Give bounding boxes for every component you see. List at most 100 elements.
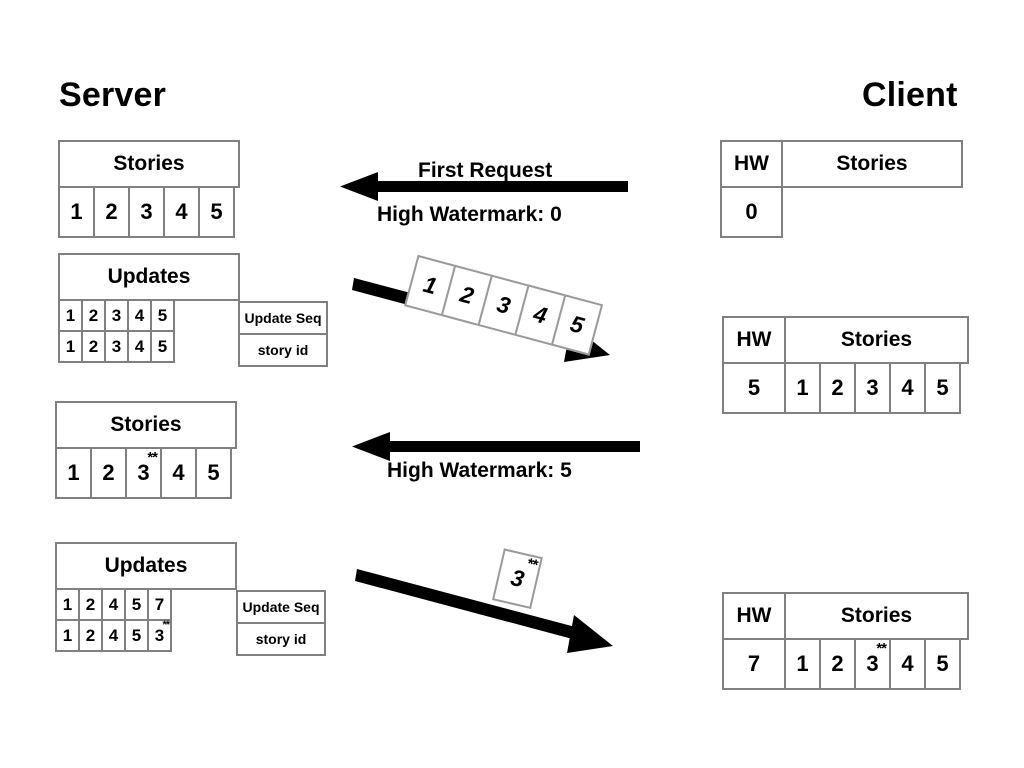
update-seq-cell: 5 — [124, 588, 149, 621]
story-cell: 5 — [924, 362, 961, 414]
legend-update-seq: Update Seq — [236, 590, 326, 624]
column-header-updates: Updates — [58, 253, 240, 301]
story-cell: 4 — [889, 362, 926, 414]
update-seq-cell: 5 — [150, 299, 175, 332]
story-cell: 1 — [784, 362, 821, 414]
table-header-row: HW Stories — [722, 316, 969, 364]
story-cell: 3 — [854, 362, 891, 414]
story-cell: 2 — [819, 638, 856, 690]
client-state-table-2: HW Stories 5 1 2 3 4 5 — [722, 316, 969, 414]
table-row: 5 1 2 3 4 5 — [722, 362, 969, 414]
story-id-cell: 1 — [58, 330, 83, 363]
story-id-cell: 4 — [127, 330, 152, 363]
legend-row: Update Seq — [236, 590, 326, 624]
hw-value-cell: 0 — [720, 186, 783, 238]
update-seq-cell: 4 — [101, 588, 126, 621]
arrow-high-watermark-5 — [350, 432, 640, 462]
table-header-row: Updates — [55, 542, 237, 590]
story-value: 3 — [866, 651, 879, 676]
column-header-stories: Stories — [58, 140, 240, 188]
column-header-hw: HW — [720, 140, 783, 188]
column-header-updates: Updates — [55, 542, 237, 590]
story-id-cell: 4 — [101, 619, 126, 652]
story-id-cell: 5 — [124, 619, 149, 652]
legend-row: story id — [238, 333, 328, 367]
table-row: 1 2 3 4 5 — [58, 186, 240, 238]
server-updates-legend-1: Update Seq story id — [238, 301, 328, 367]
legend-row: story id — [236, 622, 326, 656]
legend-row: Update Seq — [238, 301, 328, 335]
story-id-cell: 3 — [104, 330, 129, 363]
column-header-stories: Stories — [55, 401, 237, 449]
payload-card-value: 3 — [508, 564, 527, 593]
table-row-update-seq: 1 2 4 5 7 — [55, 588, 237, 621]
double-asterisk-marker: ** — [525, 555, 539, 574]
update-seq-cell: 2 — [78, 588, 103, 621]
update-seq-cell: 2 — [81, 299, 106, 332]
story-cell: 1 — [58, 186, 95, 238]
table-header-row: Stories — [55, 401, 237, 449]
story-id-cell-starred: 3** — [147, 619, 172, 652]
page-title-client: Client — [862, 76, 958, 114]
story-cell-starred: 3** — [125, 447, 162, 499]
story-cell: 5 — [924, 638, 961, 690]
column-header-stories: Stories — [784, 592, 969, 640]
double-asterisk-marker: ** — [147, 449, 158, 466]
column-header-hw: HW — [722, 592, 786, 640]
page-title-server: Server — [59, 76, 167, 114]
table-header-row: HW Stories — [720, 140, 963, 188]
server-stories-table-1: Stories 1 2 3 4 5 — [58, 140, 240, 238]
update-seq-cell: 4 — [127, 299, 152, 332]
story-cell: 4 — [160, 447, 197, 499]
table-row: 7 1 2 3** 4 5 — [722, 638, 969, 690]
arrow-first-request — [338, 172, 628, 202]
story-id-value: 3 — [154, 625, 165, 645]
hw-value-cell: 7 — [722, 638, 786, 690]
story-cell: 4 — [889, 638, 926, 690]
client-state-table-3: HW Stories 7 1 2 3** 4 5 — [722, 592, 969, 690]
story-id-cell: 2 — [78, 619, 103, 652]
server-updates-table-2: Updates 1 2 4 5 7 1 2 4 5 3** — [55, 542, 237, 652]
story-cell: 5 — [195, 447, 232, 499]
server-updates-table-1: Updates 1 2 3 4 5 1 2 3 4 5 — [58, 253, 240, 363]
story-cell: 3 — [128, 186, 165, 238]
arrow-label-high-watermark-5: High Watermark: 5 — [387, 459, 572, 482]
update-seq-cell: 7 — [147, 588, 172, 621]
hw-value-cell: 5 — [722, 362, 786, 414]
story-cell: 1 — [784, 638, 821, 690]
story-id-cell: 1 — [55, 619, 80, 652]
double-asterisk-marker: ** — [876, 640, 887, 657]
story-cell-starred: 3** — [854, 638, 891, 690]
update-seq-cell: 1 — [55, 588, 80, 621]
update-seq-cell: 3 — [104, 299, 129, 332]
table-header-row: Stories — [58, 140, 240, 188]
story-cell: 5 — [198, 186, 235, 238]
double-asterisk-marker: ** — [162, 619, 170, 631]
table-header-row: Updates — [58, 253, 240, 301]
table-row: 0 — [720, 186, 963, 238]
story-id-cell: 5 — [150, 330, 175, 363]
legend-story-id: story id — [238, 333, 328, 367]
column-header-hw: HW — [722, 316, 786, 364]
table-row-story-id: 1 2 4 5 3** — [55, 619, 237, 652]
story-cell: 2 — [90, 447, 127, 499]
server-updates-legend-2: Update Seq story id — [236, 590, 326, 656]
client-state-table-1: HW Stories 0 — [720, 140, 963, 238]
table-row: 1 2 3** 4 5 — [55, 447, 237, 499]
table-row-story-id: 1 2 3 4 5 — [58, 330, 240, 363]
legend-story-id: story id — [236, 622, 326, 656]
arrow-payload-transfer-2 — [355, 567, 620, 657]
story-cell: 1 — [55, 447, 92, 499]
table-header-row: HW Stories — [722, 592, 969, 640]
column-header-stories: Stories — [784, 316, 969, 364]
column-header-stories: Stories — [781, 140, 963, 188]
arrow-label-high-watermark-0: High Watermark: 0 — [377, 203, 562, 226]
server-stories-table-2: Stories 1 2 3** 4 5 — [55, 401, 237, 499]
arrow-label-first-request: First Request — [418, 159, 553, 182]
legend-update-seq: Update Seq — [238, 301, 328, 335]
update-seq-cell: 1 — [58, 299, 83, 332]
story-cell: 2 — [819, 362, 856, 414]
story-cell: 4 — [163, 186, 200, 238]
story-cell: 2 — [93, 186, 130, 238]
